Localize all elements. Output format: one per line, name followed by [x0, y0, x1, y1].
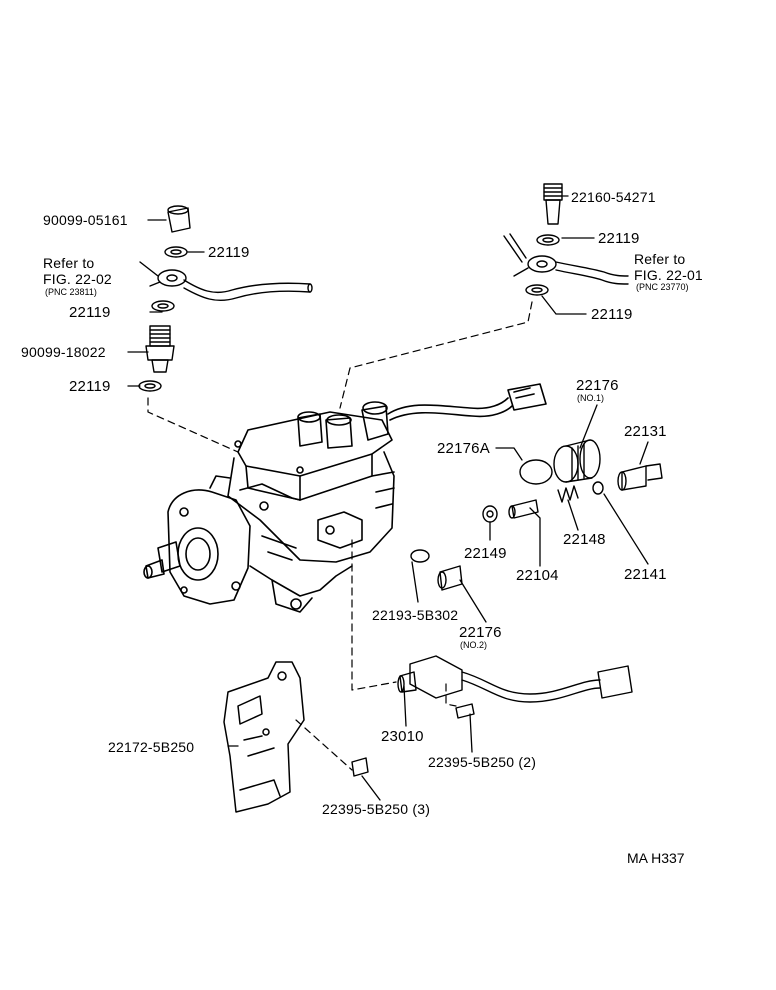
label-refer-right-1: Refer to — [634, 251, 686, 267]
label-22131: 22131 — [624, 423, 667, 440]
label-22119-c: 22119 — [69, 378, 111, 395]
label-22119-d: 22119 — [598, 230, 640, 247]
washer-22119-c — [138, 380, 162, 392]
label-90099-18022: 90099-18022 — [21, 344, 106, 360]
washer-22119-d — [536, 234, 560, 246]
sensor-23010 — [397, 655, 633, 703]
label-22119-b: 22119 — [69, 304, 111, 321]
label-22193-5B302: 22193-5B302 — [372, 607, 459, 623]
valve-22160-54271 — [543, 183, 563, 225]
label-22176-no1: 22176 — [576, 377, 619, 394]
leak-pipe-left — [139, 261, 313, 302]
spring-22148 — [557, 485, 579, 503]
label-22395-5B250-3: 22395-5B250 (3) — [322, 801, 431, 817]
sleeve-22176-no2 — [437, 565, 463, 591]
label-22104: 22104 — [516, 567, 559, 584]
label-22176-no1-sub: (NO.1) — [577, 393, 604, 403]
label-refer-left-pnc: (PNC 23811) — [45, 287, 97, 297]
label-22395-5B250-2: 22395-5B250 (2) — [428, 754, 537, 770]
label-refer-left-1: Refer to — [43, 255, 95, 271]
dashed-reference-lines — [147, 301, 533, 771]
sleeve-22176-no1 — [553, 439, 601, 483]
label-22172-5B250: 22172-5B250 — [108, 739, 195, 755]
label-22148: 22148 — [563, 531, 606, 548]
label-refer-right-2: FIG. 22-01 — [634, 267, 703, 283]
label-refer-right-pnc: (PNC 23770) — [636, 282, 689, 292]
label-22176-no2: 22176 — [459, 624, 502, 641]
valve-22131 — [617, 463, 663, 491]
label-22176-no2-sub: (NO.2) — [460, 640, 487, 650]
bolt-90099-18022 — [145, 325, 175, 373]
leader-lines — [127, 195, 649, 801]
washer-22141 — [592, 481, 604, 495]
figure-code: MA H337 — [627, 850, 685, 866]
label-22160-54271: 22160-54271 — [571, 189, 656, 205]
label-22119-a: 22119 — [208, 244, 250, 261]
washer-22119-e — [525, 284, 549, 296]
label-90099-05161: 90099-05161 — [43, 212, 128, 228]
o-ring-22193-5B302 — [410, 549, 430, 563]
label-22119-e: 22119 — [591, 306, 633, 323]
label-refer-left-2: FIG. 22-02 — [43, 271, 112, 287]
washer-22119-b — [151, 300, 175, 312]
injection-pump-body — [143, 383, 547, 613]
nut-22149 — [482, 505, 498, 523]
bolt-22395-5B250-3 — [351, 757, 369, 777]
label-23010: 23010 — [381, 728, 424, 745]
bolt-22395-5B250-2 — [455, 703, 475, 719]
bracket-22172-5B250 — [223, 661, 305, 813]
label-22141: 22141 — [624, 566, 667, 583]
leak-pipe-right — [503, 233, 629, 285]
label-22176A: 22176A — [437, 440, 490, 457]
cap-90099-05161 — [167, 205, 191, 233]
o-ring-22176A — [519, 459, 553, 485]
washer-22119-a — [164, 246, 188, 258]
label-22149: 22149 — [464, 545, 507, 562]
piston-22104 — [508, 499, 539, 519]
